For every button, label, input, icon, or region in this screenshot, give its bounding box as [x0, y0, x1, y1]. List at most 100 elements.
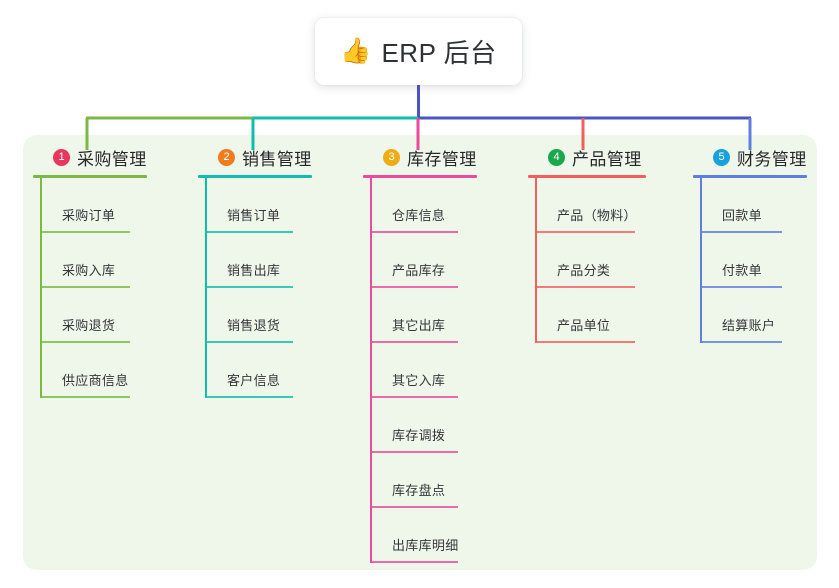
branch-item-list: 销售订单销售出库销售退货客户信息: [198, 178, 312, 398]
branch-spine: [700, 178, 702, 343]
branch-item[interactable]: 采购订单: [40, 178, 147, 233]
branch-header-rule: [33, 175, 147, 178]
branch-header-2[interactable]: 2 销售管理: [198, 143, 312, 171]
branch-column-5: 5 财务管理回款单付款单结算账户: [693, 143, 807, 343]
branch-item-label: 销售订单: [227, 208, 281, 223]
branch-item-rule: [372, 396, 458, 398]
branch-item-rule: [702, 286, 782, 288]
branch-item-rule: [372, 231, 458, 233]
branch-item-label: 销售出库: [227, 263, 281, 278]
branch-item[interactable]: 产品库存: [370, 233, 477, 288]
branch-item-rule: [42, 231, 130, 233]
branch-item-rule: [372, 451, 458, 453]
branch-title: 销售管理: [242, 149, 312, 169]
branch-item-label: 出库库明细: [392, 538, 459, 553]
branch-item[interactable]: 供应商信息: [40, 343, 147, 398]
branch-item-label: 采购退货: [62, 318, 116, 333]
branch-title: 库存管理: [407, 149, 477, 169]
branch-item-rule: [42, 286, 130, 288]
branch-item-rule: [372, 506, 458, 508]
branch-item-rule: [207, 341, 293, 343]
branch-header-3[interactable]: 3 库存管理: [363, 143, 477, 171]
root-node-card[interactable]: 👍 ERP 后台: [315, 18, 522, 85]
branch-item-label: 采购订单: [62, 208, 116, 223]
branch-header-5[interactable]: 5 财务管理: [693, 143, 807, 171]
branch-item-label: 产品单位: [557, 318, 611, 333]
branch-item-label: 其它出库: [392, 318, 446, 333]
branch-item[interactable]: 其它出库: [370, 288, 477, 343]
branch-item[interactable]: 产品单位: [535, 288, 646, 343]
branch-item[interactable]: 回款单: [700, 178, 807, 233]
branch-column-2: 2 销售管理销售订单销售出库销售退货客户信息: [198, 143, 312, 398]
branch-spine: [205, 178, 207, 398]
branch-item-label: 采购入库: [62, 263, 116, 278]
branch-item[interactable]: 采购入库: [40, 233, 147, 288]
branch-item[interactable]: 出库库明细: [370, 508, 477, 563]
branch-number-badge: 3: [383, 148, 400, 166]
branch-item-label: 产品（物料）: [557, 208, 637, 223]
branch-item[interactable]: 库存调拨: [370, 398, 477, 453]
branch-title: 财务管理: [737, 149, 807, 169]
branch-item[interactable]: 结算账户: [700, 288, 807, 343]
branch-item-label: 库存盘点: [392, 483, 446, 498]
branch-item[interactable]: 销售出库: [205, 233, 312, 288]
branch-item-rule: [207, 231, 293, 233]
branch-number-badge: 4: [548, 148, 565, 166]
branch-item-label: 客户信息: [227, 373, 281, 388]
branch-item-list: 产品（物料） 产品分类产品单位: [528, 178, 646, 343]
branch-item[interactable]: 客户信息: [205, 343, 312, 398]
branch-item-rule: [372, 286, 458, 288]
branch-item-label: 销售退货: [227, 318, 281, 333]
diagram-background-panel: [23, 135, 817, 570]
branch-item-label: 其它入库: [392, 373, 446, 388]
branch-item-rule: [42, 396, 130, 398]
branch-item[interactable]: 仓库信息: [370, 178, 477, 233]
branch-item-list: 回款单付款单结算账户: [693, 178, 807, 343]
branch-item[interactable]: 其它入库: [370, 343, 477, 398]
branch-item[interactable]: 产品分类: [535, 233, 646, 288]
branch-item-rule: [702, 341, 782, 343]
branch-title: 采购管理: [77, 149, 147, 169]
branch-item-label: 产品库存: [392, 263, 446, 278]
branch-item-rule: [537, 286, 635, 288]
branch-item-rule: [207, 286, 293, 288]
branch-number-badge: 2: [218, 148, 235, 166]
branch-header-rule: [693, 175, 807, 178]
branch-item-label: 付款单: [722, 263, 762, 278]
branch-item-label: 供应商信息: [62, 373, 129, 388]
branch-item[interactable]: 销售退货: [205, 288, 312, 343]
branch-item-rule: [372, 561, 458, 563]
thumbs-up-icon: 👍: [340, 37, 372, 65]
branch-spine: [370, 178, 372, 563]
branch-item-label: 仓库信息: [392, 208, 446, 223]
root-node-content: 👍 ERP 后台: [340, 33, 496, 70]
branch-header-rule: [528, 175, 646, 178]
branch-header-rule: [363, 175, 477, 178]
branch-item-rule: [207, 396, 293, 398]
branch-item-list: 采购订单采购入库采购退货供应商信息: [33, 178, 147, 398]
branch-item[interactable]: 产品（物料）: [535, 178, 646, 233]
branch-item[interactable]: 销售订单: [205, 178, 312, 233]
branch-item-rule: [537, 231, 635, 233]
branch-spine: [535, 178, 537, 343]
branch-item-rule: [372, 341, 458, 343]
branch-number-badge: 5: [713, 148, 730, 166]
branch-item[interactable]: 付款单: [700, 233, 807, 288]
branch-item-label: 库存调拨: [392, 428, 446, 443]
branch-item-label: 产品分类: [557, 263, 611, 278]
branch-header-4[interactable]: 4 产品管理: [528, 143, 646, 171]
branch-item-label: 回款单: [722, 208, 762, 223]
branch-item-rule: [537, 341, 635, 343]
branch-title: 产品管理: [572, 149, 642, 169]
branch-column-4: 4 产品管理产品（物料） 产品分类产品单位: [528, 143, 646, 343]
branch-item[interactable]: 采购退货: [40, 288, 147, 343]
branch-item-label: 结算账户: [722, 318, 776, 333]
branch-item-rule: [702, 231, 782, 233]
branch-column-3: 3 库存管理仓库信息产品库存其它出库其它入库库存调拨库存盘点出库库明细: [363, 143, 477, 563]
branch-item[interactable]: 库存盘点: [370, 453, 477, 508]
branch-header-rule: [198, 175, 312, 178]
branch-item-rule: [42, 341, 130, 343]
